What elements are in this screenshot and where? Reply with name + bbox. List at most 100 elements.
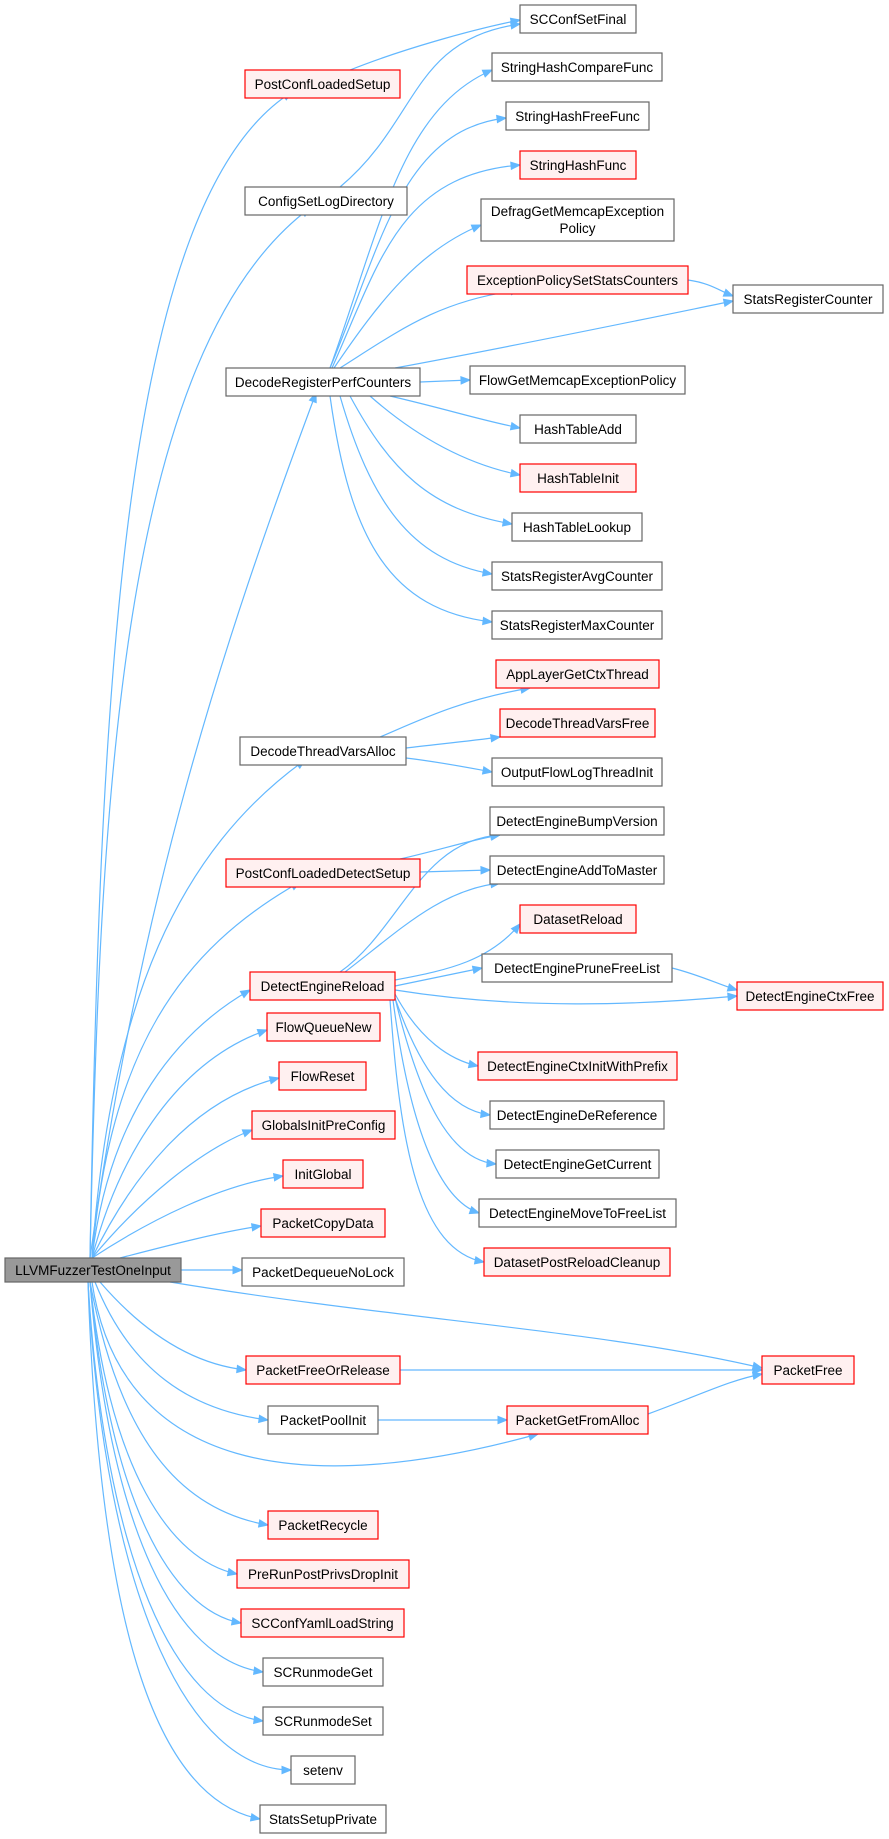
node-globals-init-pre-config[interactable]: GlobalsInitPreConfig xyxy=(251,1110,396,1140)
node-label: PacketPoolInit xyxy=(280,1413,367,1428)
node-detect-engine-ctx-free[interactable]: DetectEngineCtxFree xyxy=(736,981,884,1011)
node-packet-copy-data[interactable]: PacketCopyData xyxy=(260,1208,386,1238)
arrowhead xyxy=(497,1415,509,1425)
node-label: StatsSetupPrivate xyxy=(269,1812,377,1827)
node-label: DefragGetMemcapException xyxy=(491,204,664,219)
node-string-hash-compare-func[interactable]: StringHashCompareFunc xyxy=(491,52,663,82)
node-dataset-post-reload-cleanup[interactable]: DatasetPostReloadCleanup xyxy=(483,1247,671,1277)
node-hash-table-init[interactable]: HashTableInit xyxy=(519,463,637,493)
node-string-hash-func[interactable]: StringHashFunc xyxy=(519,150,637,180)
node-detect-engine-ctx-init-with-prefix[interactable]: DetectEngineCtxInitWithPrefix xyxy=(477,1051,678,1081)
node-packet-free[interactable]: PacketFree xyxy=(761,1355,855,1385)
node-box xyxy=(519,463,637,493)
node-decode-thread-vars-alloc[interactable]: DecodeThreadVarsAlloc xyxy=(239,736,407,766)
node-post-conf-loaded-detect-setup[interactable]: PostConfLoadedDetectSetup xyxy=(225,858,421,888)
node-pre-run-post-privs-drop-init[interactable]: PreRunPostPrivsDropInit xyxy=(236,1559,410,1589)
edge-line xyxy=(91,1077,280,1259)
node-box xyxy=(495,1149,660,1179)
node-exception-policy-set-stats-counters[interactable]: ExceptionPolicySetStatsCounters xyxy=(466,265,689,295)
edge-llvmfuzzer-test-one-input-to-scconf-yaml-load-string xyxy=(89,1281,243,1626)
node-detect-engine-move-to-free-list[interactable]: DetectEngineMoveToFreeList xyxy=(478,1198,677,1228)
edge-exception-policy-set-stats-counters-to-stats-register-counter xyxy=(687,279,735,297)
edge-decode-register-perf-counters-to-stats-register-counter xyxy=(394,298,735,369)
node-box xyxy=(519,150,637,180)
node-decode-register-perf-counters[interactable]: DecodeRegisterPerfCounters xyxy=(225,367,421,397)
edge-llvmfuzzer-test-one-input-to-packet-copy-data xyxy=(119,1223,263,1259)
node-decode-thread-vars-free[interactable]: DecodeThreadVarsFree xyxy=(499,708,656,738)
arrowhead xyxy=(281,1765,293,1775)
node-scrunmode-set[interactable]: SCRunmodeSet xyxy=(262,1706,384,1736)
node-box xyxy=(519,414,637,444)
edge-detect-engine-reload-to-detect-engine-de-reference xyxy=(394,997,492,1119)
node-stats-register-max-counter[interactable]: StatsRegisterMaxCounter xyxy=(491,610,663,640)
arrowhead xyxy=(241,1129,254,1138)
node-flow-reset[interactable]: FlowReset xyxy=(278,1061,367,1091)
edge-line xyxy=(87,1281,261,1820)
node-detect-engine-add-to-master[interactable]: DetectEngineAddToMaster xyxy=(489,855,665,885)
node-packet-get-from-alloc[interactable]: PacketGetFromAlloc xyxy=(506,1405,649,1435)
node-label: PacketGetFromAlloc xyxy=(516,1413,640,1428)
node-setenv[interactable]: setenv xyxy=(290,1755,356,1785)
node-label: PacketDequeueNoLock xyxy=(252,1265,394,1280)
node-label: DetectEngineAddToMaster xyxy=(497,863,658,878)
node-scconf-set-final[interactable]: SCConfSetFinal xyxy=(519,4,637,34)
node-hash-table-add[interactable]: HashTableAdd xyxy=(519,414,637,444)
arrowhead xyxy=(256,1028,269,1038)
node-label: HashTableInit xyxy=(537,471,619,486)
arrowhead xyxy=(253,1666,265,1676)
edge-line xyxy=(89,207,311,1259)
node-label: PacketCopyData xyxy=(272,1216,374,1231)
edge-line xyxy=(89,392,317,1259)
node-stats-setup-private[interactable]: StatsSetupPrivate xyxy=(259,1804,387,1834)
node-packet-recycle[interactable]: PacketRecycle xyxy=(267,1510,379,1540)
node-box xyxy=(244,69,401,99)
node-hash-table-lookup[interactable]: HashTableLookup xyxy=(511,512,643,542)
node-label: FlowReset xyxy=(291,1069,355,1084)
node-flow-queue-new[interactable]: FlowQueueNew xyxy=(266,1012,381,1042)
node-box xyxy=(236,1559,410,1589)
arrowhead xyxy=(481,766,494,775)
node-packet-free-or-release[interactable]: PacketFreeOrRelease xyxy=(245,1355,401,1385)
edge-decode-register-perf-counters-to-hash-table-lookup xyxy=(349,395,514,527)
node-dataset-reload[interactable]: DatasetReload xyxy=(519,904,637,934)
node-label: DecodeThreadVarsFree xyxy=(506,716,650,731)
node-label: DetectEngineCtxFree xyxy=(745,989,874,1004)
edge-detect-engine-reload-to-detect-engine-prune-free-list xyxy=(394,965,484,987)
edge-llvmfuzzer-test-one-input-to-detect-engine-reload xyxy=(91,989,252,1259)
node-label: DetectEngineBumpVersion xyxy=(496,814,657,829)
node-output-flow-log-thread-init[interactable]: OutputFlowLogThreadInit xyxy=(491,757,663,787)
node-detect-engine-de-reference[interactable]: DetectEngineDeReference xyxy=(489,1100,665,1130)
node-app-layer-get-ctx-thread[interactable]: AppLayerGetCtxThread xyxy=(495,659,660,689)
node-init-global[interactable]: InitGlobal xyxy=(282,1159,364,1189)
node-scconf-yaml-load-string[interactable]: SCConfYamlLoadString xyxy=(240,1608,405,1638)
node-stats-register-counter[interactable]: StatsRegisterCounter xyxy=(732,284,884,314)
node-box xyxy=(478,1198,677,1228)
edge-line xyxy=(349,19,521,71)
node-box xyxy=(489,855,665,885)
node-label: StringHashFreeFunc xyxy=(515,109,640,124)
node-flow-get-memcap-exception-policy[interactable]: FlowGetMemcapExceptionPolicy xyxy=(469,365,686,395)
arrowhead xyxy=(236,1364,248,1374)
node-stats-register-avg-counter[interactable]: StatsRegisterAvgCounter xyxy=(491,561,663,591)
node-detect-engine-reload[interactable]: DetectEngineReload xyxy=(249,971,396,1001)
node-llvmfuzzer-test-one-input[interactable]: LLVMFuzzerTestOneInput xyxy=(4,1257,182,1283)
node-detect-engine-get-current[interactable]: DetectEngineGetCurrent xyxy=(495,1149,660,1179)
node-scrunmode-get[interactable]: SCRunmodeGet xyxy=(262,1657,384,1687)
node-detect-engine-prune-free-list[interactable]: DetectEnginePruneFreeList xyxy=(481,953,673,983)
edge-line xyxy=(91,1175,284,1259)
edge-line xyxy=(91,759,306,1259)
node-label: DatasetReload xyxy=(533,912,622,927)
node-label: StringHashCompareFunc xyxy=(501,60,654,75)
node-box xyxy=(282,1159,364,1189)
node-detect-engine-bump-version[interactable]: DetectEngineBumpVersion xyxy=(489,806,665,836)
node-post-conf-loaded-setup[interactable]: PostConfLoadedSetup xyxy=(244,69,401,99)
node-packet-dequeue-no-lock[interactable]: PacketDequeueNoLock xyxy=(241,1257,405,1287)
node-config-set-log-directory[interactable]: ConfigSetLogDirectory xyxy=(244,186,408,216)
node-packet-pool-init[interactable]: PacketPoolInit xyxy=(267,1405,379,1435)
node-box xyxy=(483,1247,671,1277)
edge-llvmfuzzer-test-one-input-to-packet-recycle xyxy=(89,1281,270,1528)
node-string-hash-free-func[interactable]: StringHashFreeFunc xyxy=(505,101,650,131)
node-box xyxy=(736,981,884,1011)
